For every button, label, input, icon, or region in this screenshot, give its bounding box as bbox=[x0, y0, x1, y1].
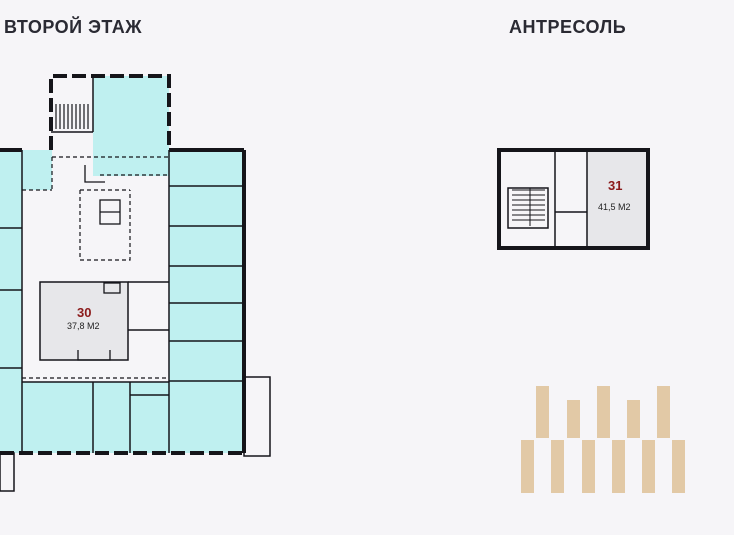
dashed-walls bbox=[0, 74, 244, 455]
second-floor-plan bbox=[0, 74, 271, 492]
office-right bbox=[169, 150, 244, 453]
room-30-area: 37,8 М2 bbox=[67, 321, 100, 331]
fixtures bbox=[77, 165, 121, 361]
room-31-area: 41,5 М2 bbox=[598, 202, 631, 212]
stub-left bbox=[0, 452, 15, 492]
stairs-icon bbox=[55, 104, 89, 129]
room-31[interactable] bbox=[587, 150, 648, 248]
inner-walls bbox=[0, 76, 244, 453]
room-30-number: 30 bbox=[77, 305, 92, 320]
second-floor-title: ВТОРОЙ ЭТАЖ bbox=[4, 17, 143, 37]
mezzanine-inner-walls bbox=[507, 150, 588, 248]
mezzanine-walls bbox=[497, 148, 650, 250]
corridor-lines bbox=[22, 156, 169, 379]
mezzanine-title: АНТРЕСОЛЬ bbox=[509, 17, 627, 37]
room-31-number: 31 bbox=[608, 178, 623, 193]
annex-right bbox=[243, 376, 271, 457]
mezzanine-plan bbox=[497, 148, 650, 250]
office-left bbox=[0, 150, 22, 453]
mezzanine-stairs-icon bbox=[512, 188, 545, 226]
decor-bars bbox=[521, 386, 685, 493]
room-30[interactable] bbox=[39, 281, 129, 361]
office-bottom bbox=[22, 382, 169, 453]
office-left-top bbox=[22, 150, 52, 190]
office-top bbox=[93, 76, 169, 176]
office-zones bbox=[0, 76, 244, 453]
